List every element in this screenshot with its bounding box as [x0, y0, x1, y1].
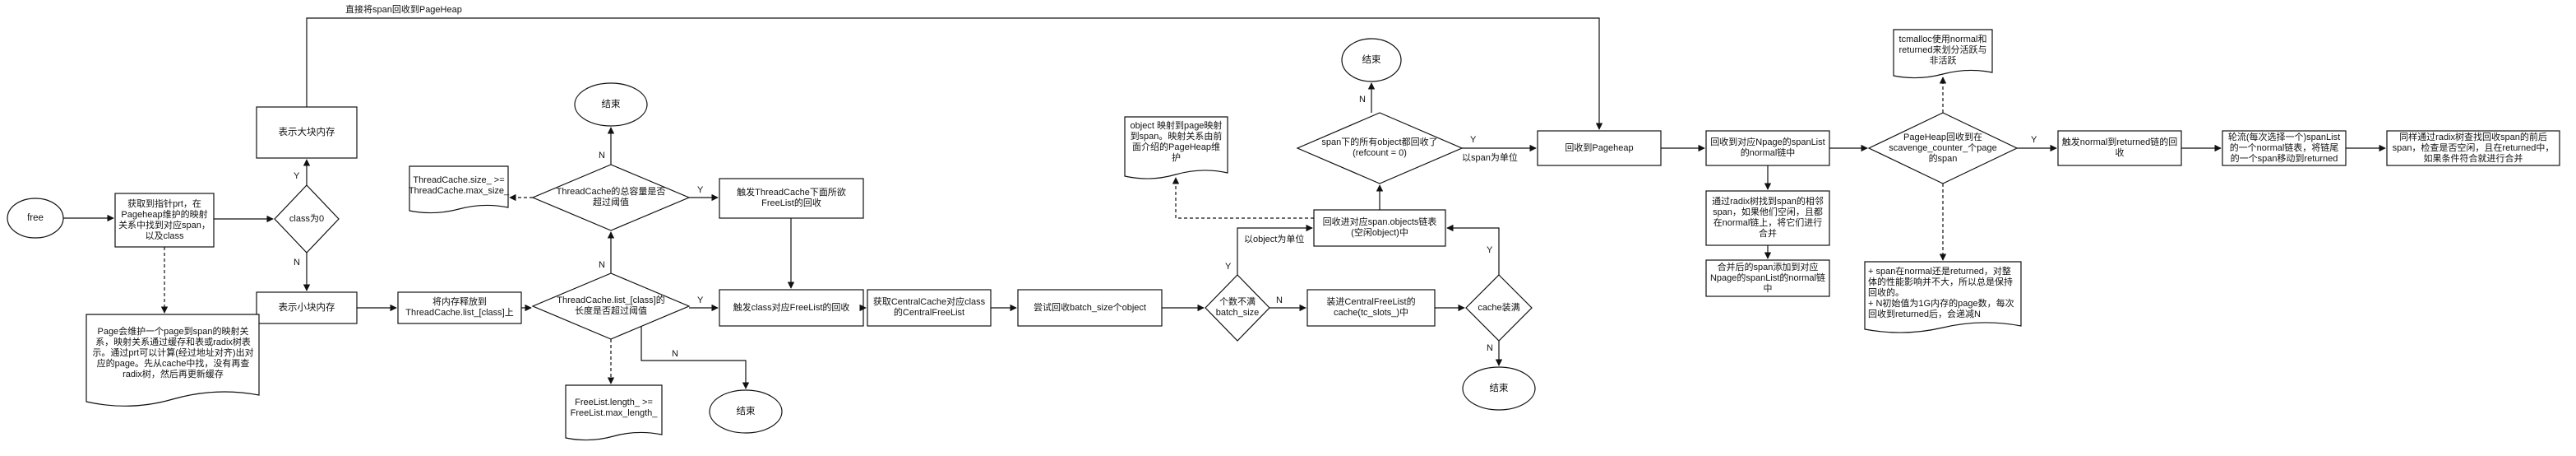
edge-label-list-y: Y — [697, 295, 704, 305]
box-final-merge — [2386, 130, 2560, 166]
box-small-mem — [256, 291, 358, 324]
edge-label-count-n: N — [1276, 295, 1283, 305]
label-object-note: object 映射到page映射到span。映射关系由前面介绍的PageHeap… — [1130, 121, 1223, 163]
decision-batch-count — [1205, 274, 1270, 342]
label-small-mem: 表示小块内存 — [278, 303, 335, 313]
box-get-span — [114, 193, 215, 248]
label-big-mem: 表示大块内存 — [278, 128, 335, 137]
label-end4: 结束 — [1362, 55, 1381, 65]
label-n-pages-check: PageHeap回收到在scavenge_counter_个page的span — [1889, 132, 1997, 164]
note-object-mapping — [1124, 116, 1228, 179]
edge-label-size-n: N — [599, 151, 605, 161]
label-tc-size-note: ThreadCache.size_ >= ThreadCache.max_siz… — [408, 175, 510, 196]
box-radix-merge — [1705, 190, 1830, 246]
label-span-check: span下的所有object都回收了(refcount = 0) — [1321, 137, 1438, 158]
label-install-cache: 装进CentralFreeList的cache(tc_slots_)中 — [1326, 297, 1416, 318]
end-node-1 — [574, 82, 648, 127]
label-to-pageheap: 回收到Pageheap — [1565, 142, 1634, 153]
label-trigger-normal: 触发normal到returned链的回收 — [2061, 137, 2178, 158]
label-end2: 结束 — [736, 407, 756, 416]
note-tcmalloc — [1893, 29, 1993, 79]
edge-label-span-unit: 以span为单位 — [1462, 153, 1518, 163]
box-round-robin — [2222, 130, 2347, 166]
edge-recycle-objnote — [1172, 177, 1314, 219]
edge-full-recycle — [1446, 224, 1500, 275]
box-recycle-to-span — [1313, 209, 1446, 247]
box-trigger-normal — [2057, 130, 2182, 166]
edge-label-class0-n: N — [294, 258, 300, 268]
label-try-batch: 尝试回收batch_size个object — [1034, 302, 1146, 313]
label-free: free — [27, 213, 44, 223]
label-round-robin: 轮流(每次选择一个)spanList的一个normal链表，将链尾的一个span… — [2227, 132, 2341, 164]
edge-label-span-y: Y — [1470, 135, 1477, 145]
edge-label-top: 直接将span回收到PageHeap — [345, 5, 462, 15]
edge-label-span-n: N — [1359, 95, 1366, 105]
label-count-check: 个数不满batch_size — [1215, 297, 1260, 318]
note-tc-size — [409, 165, 509, 214]
edge-label-class0-y: Y — [294, 171, 300, 181]
box-get-central-cache — [867, 289, 992, 327]
edge-label-list-n-up: N — [599, 260, 605, 270]
label-trigger-freelist: 触发class对应FreeList的回收 — [733, 302, 850, 313]
box-trigger-class-freelist — [719, 289, 864, 327]
edge-label-count-y: Y — [1225, 262, 1232, 272]
edge-label-ncheck-y: Y — [2031, 135, 2037, 145]
edge-label-list-n-down: N — [672, 349, 678, 359]
edge-label-full-y: Y — [1487, 245, 1493, 255]
label-to-npage: 回收到对应Npage的spanList的normal链中 — [1710, 137, 1825, 158]
box-install-cache — [1306, 289, 1436, 327]
label-returned-note: + span在normal还是returned，对整体的性能影响并不大，所以总是… — [1868, 266, 2014, 319]
edge-label-full-n: N — [1487, 343, 1493, 353]
end-node-2 — [709, 389, 783, 434]
label-page-note: Page会维护一个page到span的映射关系，映射关系通过缓存和表或radix… — [92, 326, 254, 379]
edge-label-object-unit: 以object为单位 — [1244, 235, 1305, 244]
label-cache-full: cache装满 — [1478, 302, 1520, 313]
edge-count-recycle — [1237, 224, 1313, 275]
box-try-batch — [1017, 289, 1163, 327]
label-radix-merge: 通过radix树找到span的相邻span，如果他们空闲，且都在normal链上… — [1712, 197, 1824, 239]
label-recycle-span: 回收进对应span.objects链表(空闲object)中 — [1322, 217, 1437, 238]
label-end1: 结束 — [601, 100, 621, 109]
edge-big-pageheap — [306, 17, 1603, 130]
decision-span-refcount — [1296, 112, 1464, 184]
label-tcmalloc-note: tcmalloc使用normal和returned来划分活跃与非活跃 — [1898, 34, 1987, 66]
label-final-note: 同样通过radix树查找回收span的前后span，检查是否空闲，且在retur… — [2392, 132, 2555, 164]
note-page-mapping — [86, 314, 260, 407]
edge-label-size-y: Y — [697, 185, 704, 195]
end-node-3 — [1462, 366, 1536, 411]
label-get-central: 获取CentralCache对应class的CentralFreeList — [872, 297, 986, 318]
box-return-pageheap — [1537, 130, 1662, 166]
label-return-tc: 将内存释放到ThreadCache.list_[class]上 — [405, 297, 514, 318]
note-returned — [1864, 261, 2022, 333]
label-trigger-gc: 触发ThreadCache下面所欲FreeList的回收 — [737, 188, 846, 208]
label-get-span: 获取到指针prt，在Pageheap维护的映射关系中找到对应span，以及cla… — [118, 198, 210, 241]
label-class-zero: class为0 — [289, 213, 325, 224]
note-freelist-length — [565, 384, 663, 441]
decision-tc-total-size — [531, 164, 691, 231]
edge-listcheck-end2 — [641, 327, 750, 389]
label-tc-list-check: ThreadCache.list_[class]的长度是否超过阈值 — [557, 295, 665, 316]
label-merged-note: 合并后的span添加到对应Npage的spanList的normal链中 — [1709, 262, 1825, 294]
label-end3: 结束 — [1489, 384, 1509, 393]
box-merged-span — [1705, 259, 1830, 297]
label-tc-size-check: ThreadCache的总容量是否超过阈值 — [556, 187, 666, 207]
end-node-4 — [1341, 38, 1402, 82]
label-freelist-note: FreeList.length_ >= FreeList.max_length_ — [570, 398, 658, 418]
